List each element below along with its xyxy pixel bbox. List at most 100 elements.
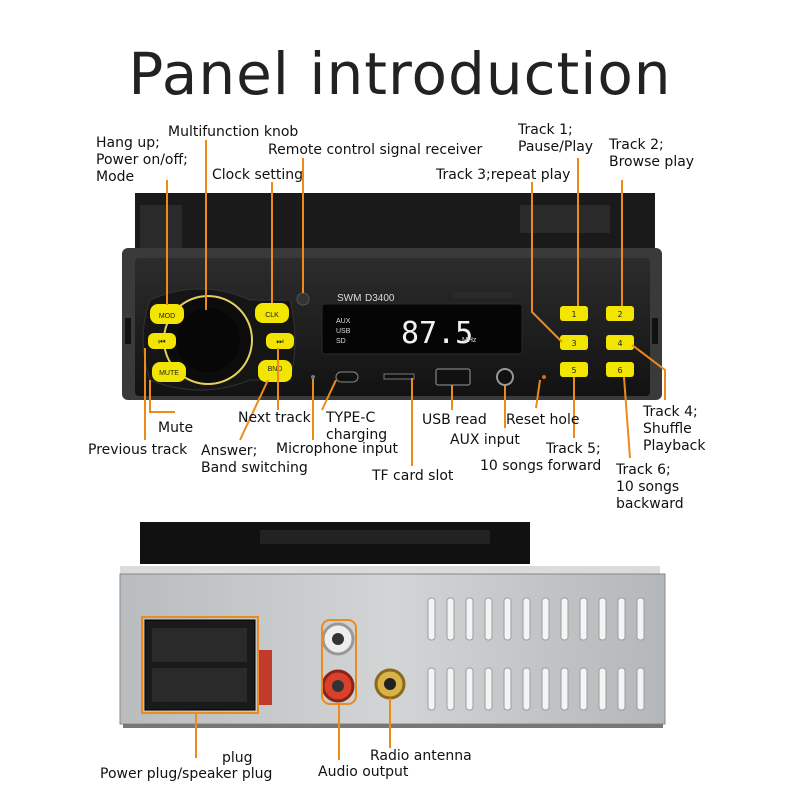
- front-panel: MOD ⏮ MUTE CLK ⏭ BND SWM D3400 AUX USB S…: [122, 193, 662, 400]
- previous-track-icon: ⏮: [158, 337, 165, 346]
- aux-jack[interactable]: [496, 368, 514, 386]
- preset-1-button[interactable]: [560, 306, 588, 321]
- microphone-hole: [311, 375, 315, 379]
- leader-plug-box: [141, 616, 259, 714]
- leader-typec: [321, 379, 337, 411]
- housing-bracket-left: [140, 205, 182, 250]
- iso-plug-upper: [152, 628, 247, 662]
- label-mute: Mute: [158, 420, 194, 436]
- clk-button[interactable]: [255, 303, 289, 323]
- preset-3-label: 3: [571, 339, 576, 348]
- vent-slot: [579, 597, 588, 641]
- label-track2-line1: Track 2;: [609, 137, 664, 153]
- tf-card-slot[interactable]: [383, 373, 415, 380]
- preset-1-label: 1: [571, 310, 576, 319]
- display-unit: MHz: [462, 337, 477, 344]
- label-track2-line2: Browse play: [609, 154, 695, 170]
- label-track6: Track 6; 10 songs backward: [616, 462, 684, 513]
- preset-5-button[interactable]: [560, 362, 588, 377]
- type-c-port[interactable]: [335, 371, 359, 383]
- vent-slot: [541, 597, 550, 641]
- label-track3: Track 3;repeat play: [436, 167, 571, 183]
- next-track-button[interactable]: [266, 333, 294, 349]
- display-frequency: 87.5: [401, 316, 473, 351]
- preset-2-button[interactable]: [606, 306, 634, 321]
- vent-slot: [503, 597, 512, 641]
- rear-bottom-edge: [123, 724, 663, 728]
- lcd-display: [321, 303, 523, 355]
- preset-3-button[interactable]: [560, 335, 588, 350]
- label-multifunction-knob: Multifunction knob: [168, 124, 299, 140]
- antenna-center: [384, 678, 396, 690]
- vent-slot: [484, 597, 493, 641]
- side-clip-left: [125, 318, 131, 344]
- vent-slot: [636, 597, 645, 641]
- label-aux-input: AUX input: [450, 432, 520, 448]
- vent-slot: [541, 667, 550, 711]
- vent-slot: [598, 597, 607, 641]
- preset-2-label: 2: [617, 310, 622, 319]
- label-remote-receiver: Remote control signal receiver: [268, 142, 483, 158]
- vent-slot: [503, 667, 512, 711]
- preset-6-button[interactable]: [606, 362, 634, 377]
- side-clip-right: [652, 318, 658, 344]
- label-type-c-line1: TYPE-C: [326, 410, 376, 426]
- front-leader-lines: [144, 140, 666, 466]
- label-reset-hole: Reset hole: [506, 412, 580, 428]
- leader-track4: [631, 344, 666, 400]
- leader-track3: [531, 182, 563, 343]
- vent-slot: [446, 597, 455, 641]
- label-tf-card: TF card slot: [372, 468, 454, 484]
- reset-hole[interactable]: [542, 375, 546, 379]
- previous-track-button[interactable]: [148, 333, 176, 349]
- label-track4-line3: Playback: [643, 438, 706, 454]
- label-hang-up-line1: Hang up;: [96, 135, 160, 151]
- vent-slot: [427, 667, 436, 711]
- vent-slot: [598, 667, 607, 711]
- display-source-aux: AUX: [336, 318, 351, 325]
- label-next-track: Next track: [238, 410, 311, 426]
- label-type-c: TYPE-C charging: [326, 410, 387, 444]
- rear-leader-lines: [141, 616, 391, 760]
- preset-5-label: 5: [571, 366, 576, 375]
- vent-slot: [560, 597, 569, 641]
- brand-label: SWM: [337, 293, 361, 304]
- label-track6-line2: 10 songs: [616, 479, 680, 495]
- label-track5-line2: 10 songs forward: [480, 458, 602, 474]
- rear-panel: [119, 522, 666, 728]
- leader-track6: [623, 376, 631, 459]
- mod-button-label: MOD: [159, 313, 175, 320]
- preset-6-label: 6: [617, 366, 622, 375]
- bnd-button[interactable]: [258, 360, 292, 382]
- usb-port[interactable]: [435, 368, 471, 386]
- page-title: Panel introduction: [128, 40, 672, 108]
- vent-slot: [522, 667, 531, 711]
- label-radio-antenna: Radio antenna: [370, 748, 472, 764]
- preset-4-button[interactable]: [606, 335, 634, 350]
- label-track6-line1: Track 6;: [616, 462, 671, 478]
- rca-red-center: [332, 680, 344, 692]
- label-track1-line2: Pause/Play: [518, 139, 594, 155]
- mod-button[interactable]: [150, 304, 184, 324]
- label-type-c-line2: charging: [326, 427, 388, 443]
- vent-slot: [636, 667, 645, 711]
- label-track2: Track 2; Browse play: [609, 137, 694, 171]
- label-plug: plug: [222, 750, 253, 766]
- fuse: [258, 650, 272, 705]
- label-power-plug: Power plug/speaker plug: [100, 766, 273, 782]
- label-answer-line1: Answer;: [201, 443, 258, 459]
- housing-bracket-right: [520, 205, 610, 233]
- label-microphone: Microphone input: [276, 441, 398, 457]
- vent-slot: [427, 597, 436, 641]
- label-track1: Track 1; Pause/Play: [518, 122, 593, 156]
- model-label: D3400: [365, 293, 395, 304]
- top-slot: [453, 292, 513, 298]
- bnd-button-label: BND: [268, 366, 283, 373]
- display-source-usb: USB: [336, 328, 351, 335]
- label-track4-line1: Track 4;: [643, 404, 698, 420]
- mute-button[interactable]: [152, 362, 186, 382]
- leader-answer: [239, 379, 269, 441]
- vent-grille: [427, 597, 645, 711]
- label-usb-read: USB read: [422, 412, 487, 428]
